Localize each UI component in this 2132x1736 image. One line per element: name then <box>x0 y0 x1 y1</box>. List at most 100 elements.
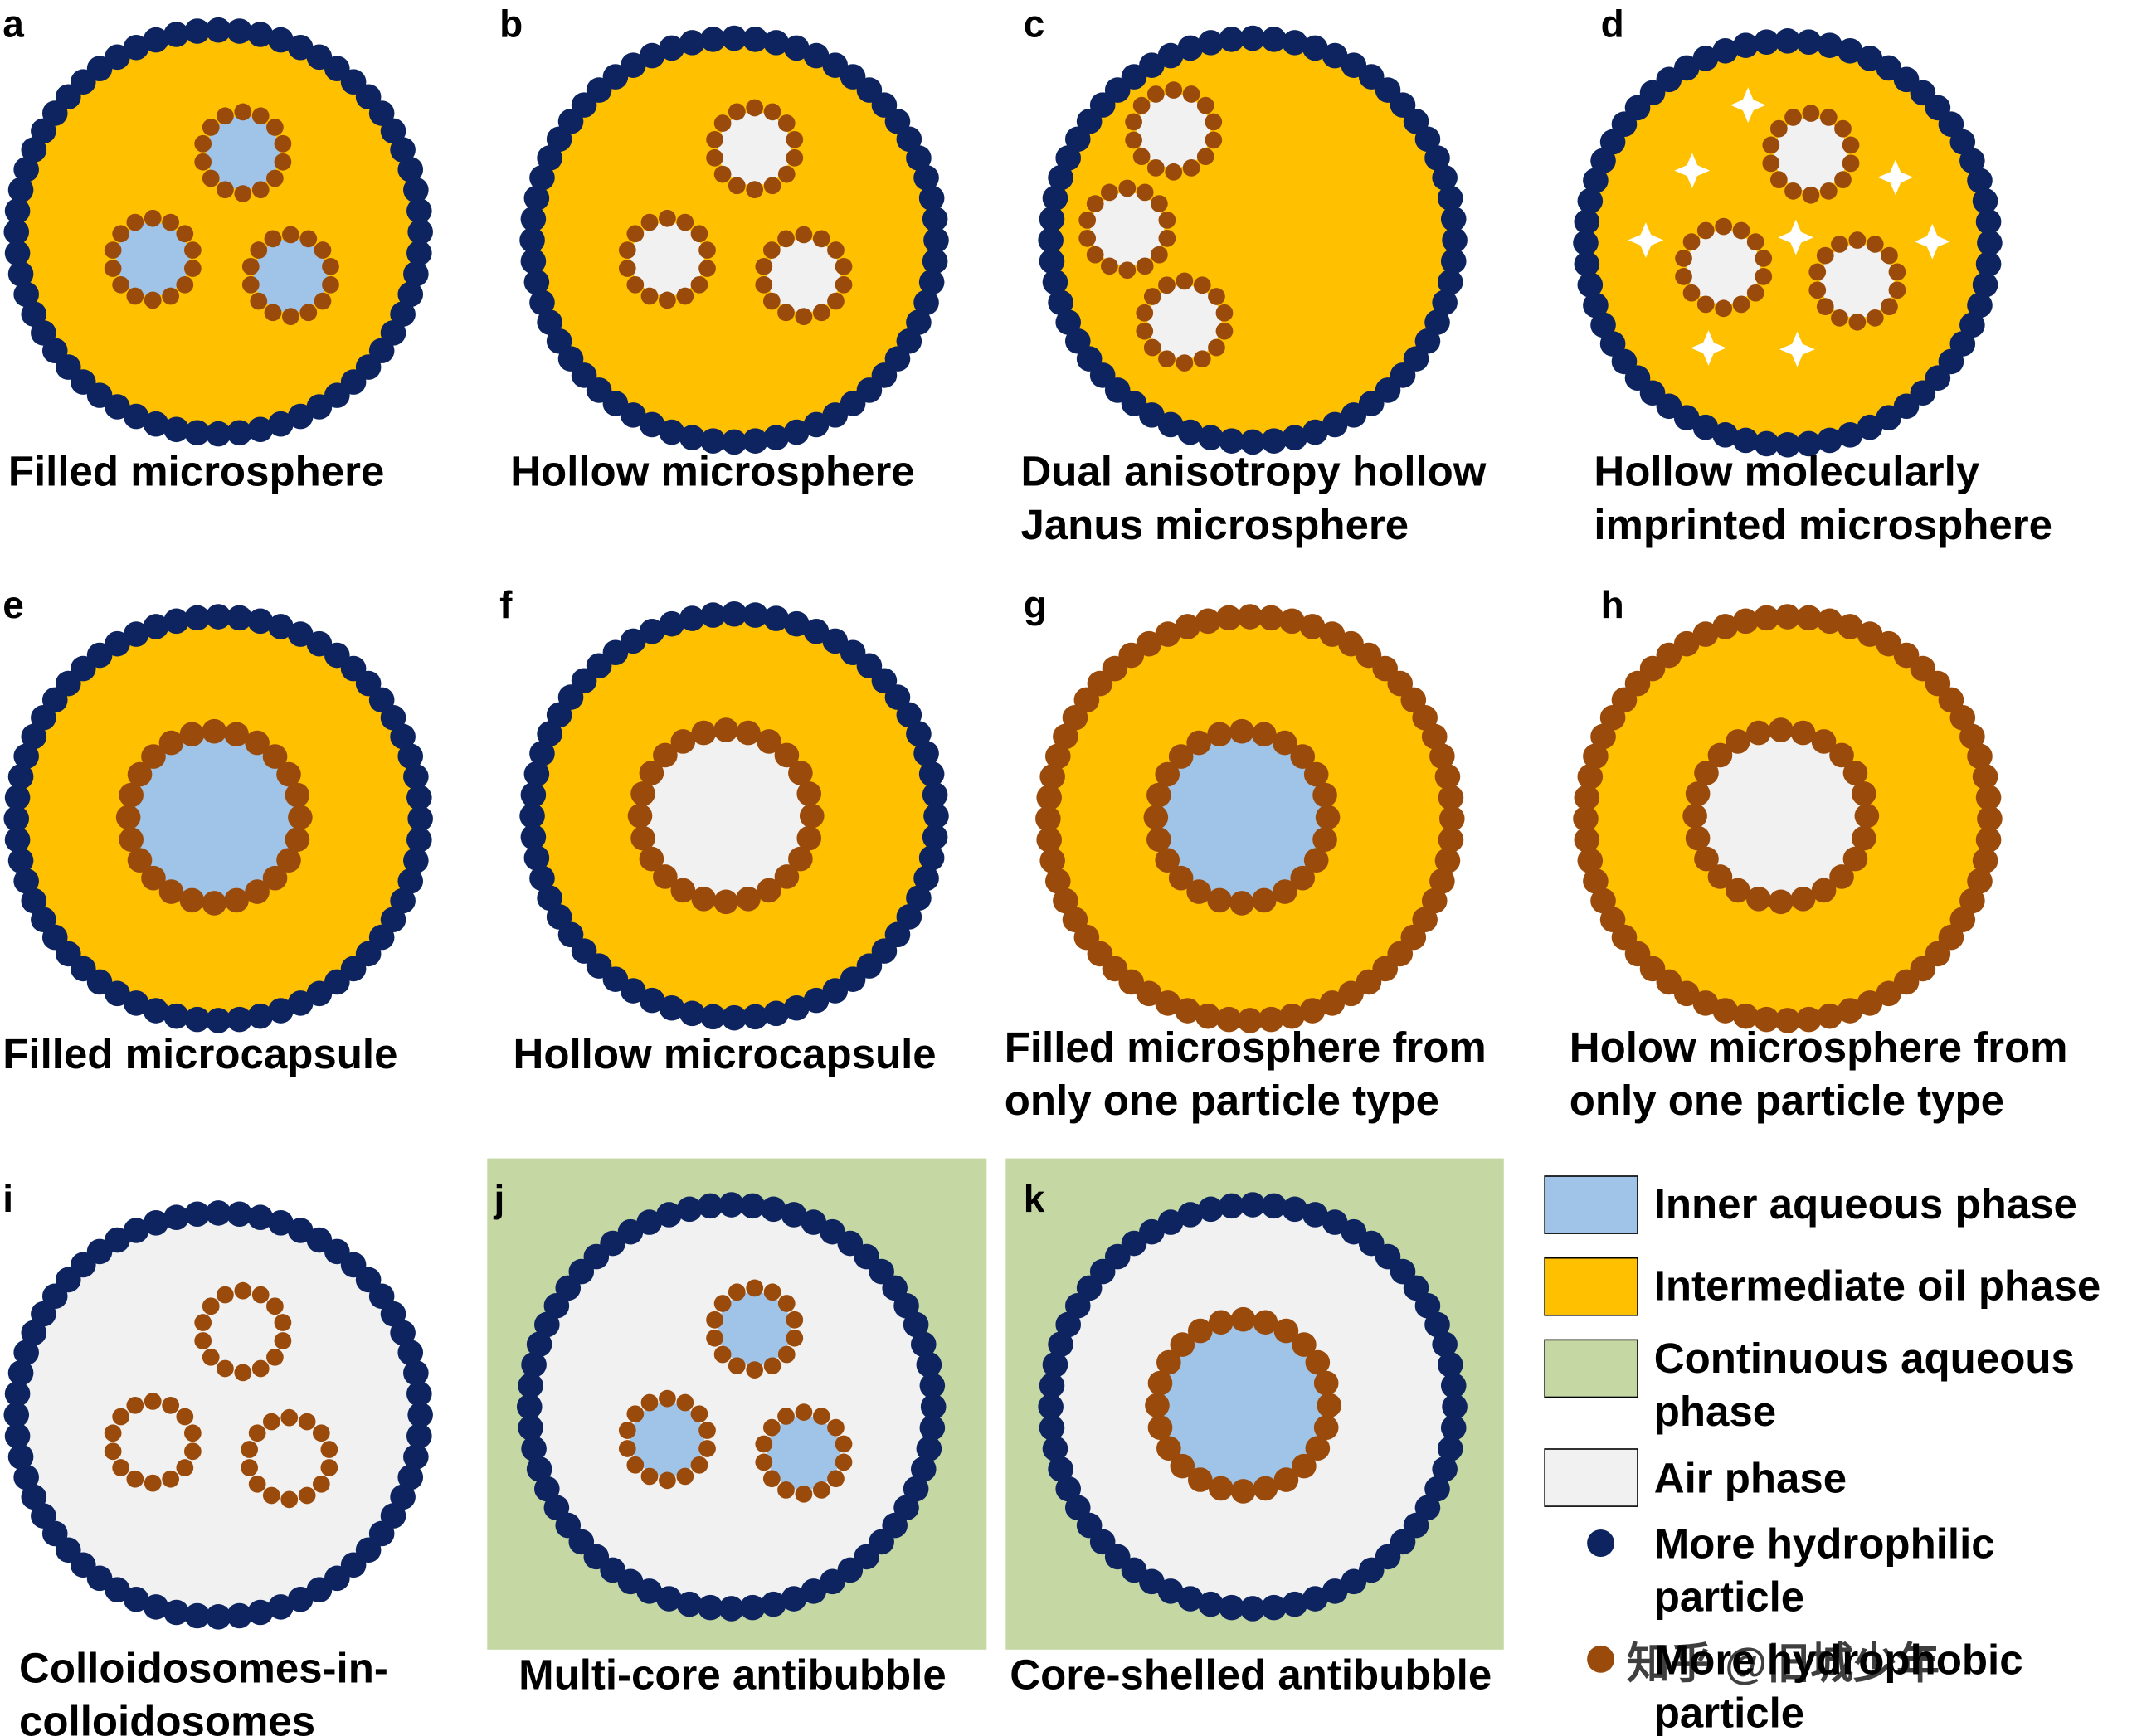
core-particle <box>1132 148 1151 166</box>
outer-particle <box>1774 431 1801 458</box>
outer-particle <box>1157 42 1184 69</box>
outer-particle <box>1712 422 1739 448</box>
outer-particle <box>523 185 550 212</box>
core-particle <box>274 134 292 153</box>
outer-particle <box>1299 998 1326 1024</box>
outer-particle <box>1048 164 1073 191</box>
outer-particle <box>163 22 189 47</box>
outer-particle <box>763 30 789 56</box>
outer-particle <box>1239 429 1266 455</box>
core-phase <box>1147 284 1222 359</box>
core-phase <box>767 1416 841 1490</box>
core-particle <box>835 257 853 275</box>
core-particle <box>763 177 781 195</box>
outer-particle <box>1429 743 1455 770</box>
core-particle <box>141 865 166 891</box>
core-phase <box>718 1291 792 1366</box>
core-particle <box>1186 730 1211 756</box>
core-phase <box>252 1422 327 1495</box>
core-particle <box>176 275 194 294</box>
outer-particle <box>1733 32 1759 58</box>
outer-particle <box>1053 723 1078 750</box>
outer-particle <box>1157 411 1184 438</box>
outer-particle <box>163 1003 189 1029</box>
core-particle <box>1768 889 1794 915</box>
outer-particle <box>1574 209 1600 235</box>
outer-particle <box>1692 46 1719 71</box>
core-particle <box>670 878 696 903</box>
outer-particle <box>1299 614 1326 639</box>
core-particle <box>1168 865 1194 891</box>
outer-particle <box>403 848 429 873</box>
core-particle <box>763 1357 781 1375</box>
core-particle <box>262 865 288 891</box>
core-particle <box>1155 761 1180 787</box>
outer-particle <box>1155 990 1181 1016</box>
core-particle <box>119 827 144 852</box>
outer-particle <box>910 1456 937 1482</box>
core-particle <box>1707 864 1733 889</box>
outer-particle <box>1198 425 1224 450</box>
outer-particle <box>523 761 550 787</box>
outer-particle <box>268 998 294 1024</box>
core-particle <box>158 879 184 904</box>
outer-particle <box>1302 1586 1328 1612</box>
core-particle <box>1251 722 1277 747</box>
outer-particle <box>163 608 189 635</box>
core-particle <box>1229 718 1254 744</box>
outer-particle <box>537 145 562 171</box>
legend-swatch <box>1544 1448 1638 1507</box>
core-particle <box>1253 1476 1278 1501</box>
core-particle <box>1769 119 1788 138</box>
core-particle <box>1746 720 1771 746</box>
core-particle <box>266 1348 284 1366</box>
outer-particle <box>1319 990 1346 1016</box>
core-particle <box>1253 1310 1278 1335</box>
outer-particle <box>903 1311 929 1338</box>
outer-particle <box>1796 29 1822 55</box>
core-particle <box>1848 231 1867 249</box>
core-particle <box>1147 1415 1173 1440</box>
outer-particle <box>247 416 274 443</box>
outer-particle <box>543 1495 570 1521</box>
core-particle <box>1207 887 1232 913</box>
outer-particle <box>1039 1373 1065 1398</box>
outer-particle <box>1261 428 1287 454</box>
outer-particle <box>1219 1193 1244 1219</box>
outer-particle <box>390 301 416 327</box>
outer-particle <box>1774 604 1801 630</box>
outer-particle <box>1774 1008 1801 1033</box>
panel-caption: imprinted microsphere <box>1594 501 2052 548</box>
core-particle <box>144 209 162 227</box>
panel-caption: Core-shelled antibubble <box>1010 1651 1492 1699</box>
outer-particle <box>1754 430 1779 457</box>
outer-particle <box>1573 230 1599 256</box>
outer-particle <box>7 1359 34 1386</box>
core-particle <box>266 119 284 136</box>
outer-particle <box>21 137 47 163</box>
core-particle <box>1811 729 1837 754</box>
outer-particle <box>1237 604 1263 630</box>
core-particle <box>144 291 162 309</box>
outer-particle <box>781 1586 807 1612</box>
outer-particle <box>1692 990 1719 1016</box>
outer-particle <box>1437 269 1463 295</box>
outer-particle <box>639 987 665 1014</box>
core-particle <box>1125 113 1142 131</box>
core-particle <box>1196 148 1214 166</box>
core-particle <box>788 846 813 872</box>
core-particle <box>812 304 830 322</box>
core-particle <box>1143 805 1169 830</box>
outer-particle <box>659 610 685 637</box>
outer-particle <box>1692 621 1719 647</box>
core-particle <box>241 1459 258 1476</box>
outer-particle <box>1437 185 1463 212</box>
core-particle <box>1313 1415 1339 1440</box>
outer-particle <box>1341 402 1367 428</box>
outer-particle <box>679 605 705 631</box>
outer-particle <box>1857 990 1883 1016</box>
outer-particle <box>397 868 424 894</box>
core-particle <box>1273 1318 1299 1344</box>
